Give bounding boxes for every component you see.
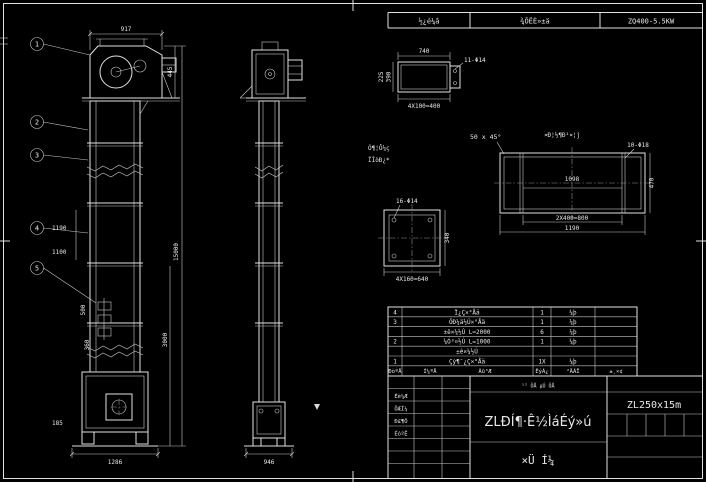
- pages-label: ¹² ÕÅ µÚ ÕÅ: [521, 383, 554, 390]
- sig-designed: Éè¼Æ: [394, 392, 408, 400]
- dim-flange-height: 470: [649, 177, 656, 188]
- header-qty: ÊýÁ¿: [535, 367, 548, 375]
- part-name: ±ê×¼½Ú: [456, 349, 478, 356]
- detail-plate-section: 16-Φ14 4X160=640 340: [378, 198, 451, 283]
- parts-row-3: ±ê×¼½Ú L=2000 6 ¼þ: [444, 329, 577, 336]
- header-no: ÐòºÅ: [388, 368, 402, 375]
- parts-table: 4 Ï¿Ç×°Åä 1 ¼þ 3 ÖÐ¼ä½Ú×°Åä 1 ¼þ ±ê×¼½Ú …: [387, 306, 638, 377]
- drive-spec-cell-2: ¾ÕËÈ»±ä: [520, 17, 550, 26]
- detail-flange-section: 50 x 45° ¤Ð¦½¶Ð¹¤¦j 1098 10-Φ18 2X400=80…: [470, 132, 656, 235]
- dim-plate-pitch: 4X160=640: [396, 276, 429, 283]
- sig-checked: Ð£¶Ô: [394, 418, 407, 425]
- dim-overall-height: 15000: [173, 243, 180, 261]
- balloon-4: 4: [35, 225, 39, 233]
- part-unit: ¼þ: [569, 309, 577, 316]
- part-name: ÖÐ¼ä½Ú×°Åä: [449, 319, 486, 326]
- drive-spec-table: ½¿é¼â ¾ÕËÈ»±ä ZQ400-5.5KW: [387, 12, 703, 29]
- detail-a-holes-label: 11-Φ14: [464, 57, 486, 64]
- plate-holes-label: 16-Φ14: [396, 198, 418, 205]
- section-mark: [314, 404, 320, 410]
- chamfer-note: 50 x 45°: [470, 133, 501, 141]
- flange-holes-label: 10-Φ18: [627, 142, 649, 149]
- general-notes: Ó¶¦Ô¼ç ÏÎòÐ¿*: [368, 145, 390, 164]
- dim-detail-a-width: 740: [419, 48, 430, 55]
- header-name: Ãû³Æ: [478, 368, 492, 375]
- part-qty: 1X: [538, 358, 546, 365]
- boot-section: [72, 371, 158, 447]
- part-no: 3: [393, 319, 397, 326]
- dim-left-185: 185: [52, 420, 63, 427]
- dim-detail-a-height: 390: [386, 71, 393, 82]
- dim-left-1100: 1100: [52, 249, 67, 256]
- note-line-1: Ó¶¦Ô¼ç: [368, 145, 390, 152]
- dim-flange-overall: 1190: [565, 225, 580, 232]
- sig-drawn: ÖÆÍ¼: [394, 405, 407, 413]
- parts-row-5: ±ê×¼½Ú: [456, 349, 478, 356]
- title-block: Éè¼Æ ÖÆÍ¼ Ð£¶Ô ÉóºË ¹² ÕÅ µÚ ÕÅ ZLÐÍ¶·Ê½…: [387, 375, 703, 479]
- part-name: Ï¿Ç×°Åä: [454, 309, 480, 316]
- part-unit: ¼þ: [569, 339, 577, 346]
- drawing-number: ZL250x15m: [627, 400, 681, 411]
- balloon-2: 2: [35, 119, 39, 127]
- drive-spec-cell-3: ZQ400-5.5KW: [628, 18, 675, 26]
- head-section: [82, 38, 180, 115]
- part-unit: ¼þ: [569, 358, 577, 365]
- part-qty: 6: [540, 329, 544, 336]
- dim-base-width: 1286: [108, 459, 123, 466]
- part-no: 1: [393, 358, 397, 365]
- dim-flange-pitch: 2X400=800: [556, 215, 589, 222]
- part-unit: ¼þ: [569, 329, 577, 336]
- parts-row-2: 3 ÖÐ¼ä½Ú×°Åä 1 ¼þ: [393, 319, 577, 326]
- part-no: 4: [393, 309, 397, 316]
- dim-detail-a-pitch: 4X100=400: [408, 103, 441, 110]
- dim-plate-height: 340: [444, 232, 451, 243]
- parts-row-4: 2 ¼Ó³¤½Ú L=1000 1 ¼þ: [393, 339, 577, 346]
- front-view: 1 2 3 4 5 917 15000: [30, 26, 186, 466]
- part-no: 2: [393, 339, 397, 346]
- header-dwg: Í¼ºÅ: [423, 367, 437, 375]
- drive-spec-cell-1: ½¿é¼â: [418, 18, 439, 26]
- side-view: 946: [239, 41, 320, 466]
- detail-upper-section: 740 11-Φ14 4X100=400 390 225: [378, 48, 486, 110]
- parts-row-1: 4 Ï¿Ç×°Åä 1 ¼þ: [393, 309, 577, 316]
- part-unit: ¼þ: [569, 319, 577, 326]
- parts-row-6: 1 Çý¶¯¿Ç×°Åä 1X ¼þ: [393, 358, 577, 365]
- part-name: Çý¶¯¿Ç×°Åä: [449, 358, 486, 365]
- balloon-labels: 1 2 3 4 5: [30, 37, 97, 304]
- flange-note: ¤Ð¦½¶Ð¹¤¦j: [544, 132, 580, 139]
- dim-head-height: 445: [167, 66, 174, 77]
- dim-detail-a-height2: 225: [378, 71, 385, 82]
- balloon-1: 1: [35, 41, 39, 49]
- header-note: ±¸×¢: [609, 369, 622, 375]
- part-qty: 1: [540, 339, 544, 346]
- part-name: ¼Ó³¤½Ú L=1000: [444, 339, 491, 346]
- sheet-type-label: ×Ü Í¼: [521, 454, 554, 467]
- dim-left-360: 360: [84, 339, 91, 350]
- drawing-title: ZLÐÍ¶·Ê½ÌáÉý»ú: [485, 414, 592, 430]
- sig-approved: ÉóºË: [394, 430, 407, 438]
- column-body: [86, 100, 144, 373]
- part-name: ±ê×¼½Ú L=2000: [444, 329, 491, 336]
- part-qty: 1: [540, 319, 544, 326]
- part-qty: 1: [540, 309, 544, 316]
- note-line-2: ÏÎòÐ¿*: [368, 157, 390, 164]
- dim-left-500: 500: [80, 304, 87, 315]
- balloon-5: 5: [35, 265, 39, 273]
- dim-left-1190: 1190: [52, 225, 67, 232]
- front-view-dimensions: 917 15000 3000 445 1190 1100 500 360 185…: [52, 26, 186, 466]
- dim-section-height: 3000: [162, 332, 169, 347]
- dim-top-width: 917: [121, 26, 132, 33]
- parts-header-row: ÐòºÅ Í¼ºÅ Ãû³Æ ÊýÁ¿ ²ÄÁÏ ±¸×¢: [388, 367, 622, 375]
- header-material: ²ÄÁÏ: [566, 368, 579, 375]
- dim-side-base-width: 946: [264, 459, 275, 466]
- balloon-3: 3: [35, 152, 39, 160]
- dim-flange-inner: 1098: [565, 176, 580, 183]
